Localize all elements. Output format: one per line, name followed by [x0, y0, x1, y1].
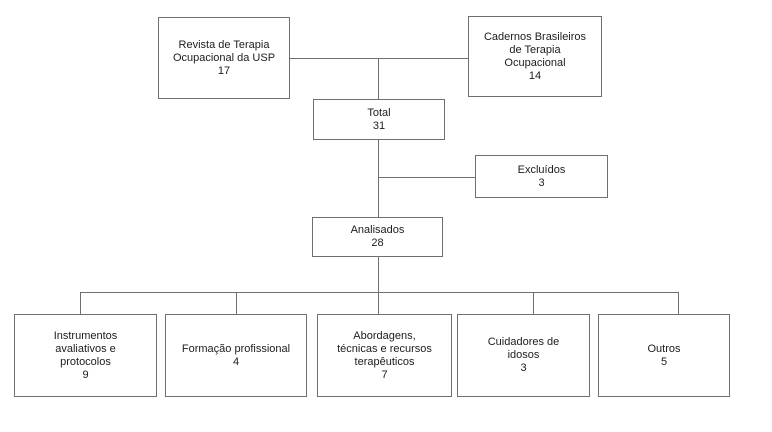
node-value: 31	[372, 119, 386, 132]
node-value: 28	[371, 237, 384, 249]
connector-drop-abordagens	[378, 292, 379, 315]
connector-drop-cuidadores	[533, 292, 534, 315]
node-label: Instrumentos avaliativos e protocolos	[53, 329, 118, 368]
node-label: Analisados	[350, 224, 405, 236]
node-formacao-profissional: Formação profissional 4	[165, 314, 307, 397]
node-value: 17	[217, 64, 231, 77]
node-value: 7	[381, 368, 388, 381]
node-value: 14	[528, 69, 542, 82]
node-abordagens-tecnicas: Abordagens, técnicas e recursos terapêut…	[317, 314, 452, 397]
node-revista-terapia-usp: Revista de Terapia Ocupacional da USP 17	[158, 17, 290, 99]
node-analisados: Analisados 28	[312, 217, 443, 257]
node-value: 3	[538, 176, 545, 189]
node-cuidadores-de-idosos: Cuidadores de idosos 3	[457, 314, 590, 397]
node-label: Formação profissional	[181, 342, 291, 355]
node-label: Excluídos	[517, 163, 566, 176]
node-label: Revista de Terapia Ocupacional da USP	[172, 38, 276, 64]
connector-total-to-analisados	[378, 140, 379, 217]
connector-sources-horizontal	[290, 58, 468, 59]
node-value: 9	[82, 368, 89, 381]
connector-to-excluidos	[378, 177, 475, 178]
connector-drop-outros	[678, 292, 679, 315]
connector-analisados-down	[378, 257, 379, 292]
connector-distribution-horizontal	[80, 292, 679, 293]
connector-sources-to-total	[378, 58, 379, 99]
node-label: Cadernos Brasileiros de Terapia Ocupacio…	[483, 30, 587, 69]
node-instrumentos-avaliativos: Instrumentos avaliativos e protocolos 9	[14, 314, 157, 397]
node-label: Total	[367, 106, 391, 119]
node-outros: Outros 5	[598, 314, 730, 397]
node-value: 4	[232, 355, 240, 368]
node-total: Total 31	[313, 99, 445, 140]
node-label: Outros	[647, 342, 681, 355]
connector-drop-instrumentos	[80, 292, 81, 315]
node-excluidos: Excluídos 3	[475, 155, 608, 198]
node-label: Abordagens, técnicas e recursos terapêut…	[337, 329, 432, 368]
node-label: Cuidadores de idosos	[487, 336, 560, 361]
node-value: 5	[660, 355, 668, 368]
connector-drop-formacao	[236, 292, 237, 315]
node-cadernos-brasileiros: Cadernos Brasileiros de Terapia Ocupacio…	[468, 16, 602, 97]
node-value: 3	[520, 362, 527, 374]
